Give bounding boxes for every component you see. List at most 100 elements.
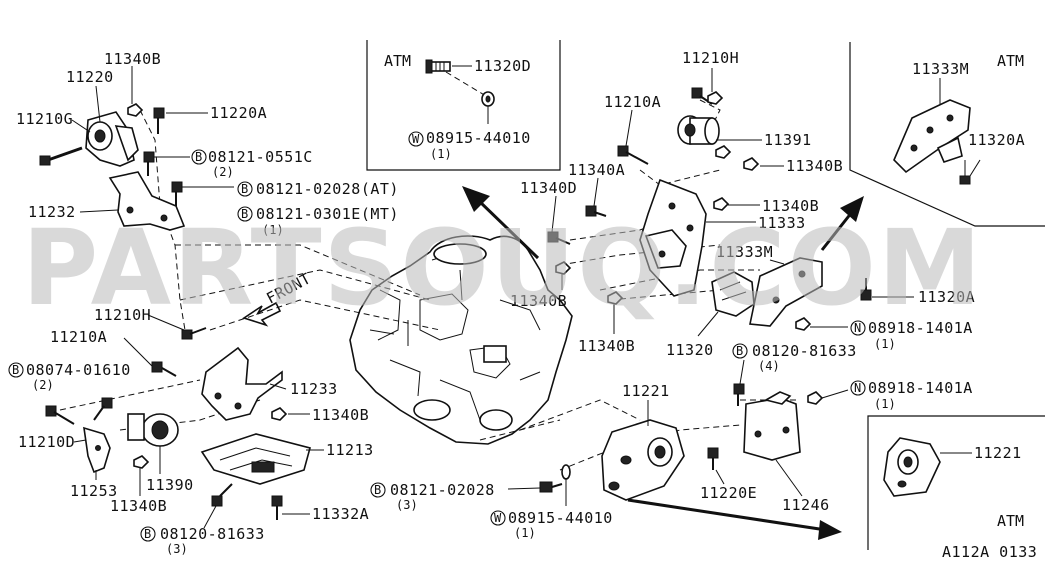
- label-08121-02028-qty: (3): [396, 498, 418, 512]
- washer-mark-icon: [490, 510, 506, 526]
- inset-bolt-icon: [959, 160, 971, 185]
- inset-top-right-atm-tag: ATM: [997, 52, 1024, 70]
- label-11340d: 11340D: [520, 179, 577, 197]
- nut-11340b-mid2-icon: [607, 291, 624, 305]
- bolt-11220a-icon: [153, 107, 165, 134]
- nut-11340b-left-icon: [271, 407, 288, 421]
- inset-bolt-icon: [425, 59, 451, 74]
- label-08918-1401a-1: 08918-1401A: [868, 319, 973, 337]
- bolt-mark-letter: B: [195, 150, 202, 164]
- label-08121-02028: 08121-02028: [390, 481, 495, 499]
- bolt-08121-02028-icon: [171, 181, 183, 206]
- nut-11340b-mid1-icon: [555, 261, 572, 275]
- engine-block-outline: [349, 235, 573, 445]
- bolt-08074-01610-icon: [93, 397, 113, 421]
- nut-mark-letter: N: [854, 381, 861, 395]
- bracket-11246-icon: [743, 391, 801, 461]
- label-11210a-top: 11210A: [604, 93, 661, 111]
- label-08918-1401a-2-qty: (1): [874, 397, 896, 411]
- diagram-code: A112A 0133: [942, 543, 1037, 561]
- bolt-08120-81633-right-icon: [733, 383, 745, 406]
- bolt-11320a-icon: [860, 278, 872, 301]
- bolt-mark-icon: [237, 181, 253, 197]
- label-11210h-left: 11210H: [94, 306, 151, 324]
- label-11320a: 11320A: [918, 288, 975, 306]
- direction-arrows: [462, 186, 864, 540]
- label-08120-81633-bottom-qty: (3): [166, 542, 188, 556]
- label-08120-81633-right-qty: (4): [758, 359, 780, 373]
- inset-top-right: ATM 11333M 11320A: [849, 42, 1045, 227]
- label-11340b-mid1: 11340B: [510, 292, 567, 310]
- label-11210h-top: 11210H: [682, 49, 739, 67]
- bolt-mark-icon: [140, 526, 156, 542]
- inset-mount-icon: [883, 437, 941, 497]
- label-11210d: 11210D: [18, 433, 75, 451]
- bolt-mark-icon: [237, 206, 253, 222]
- label-11210a-left: 11210A: [50, 328, 107, 346]
- label-08915-44010: 08915-44010: [508, 509, 613, 527]
- bracket-11253-icon: [83, 426, 111, 474]
- inset-bolt-label: 11320A: [968, 131, 1025, 149]
- label-11333: 11333: [758, 214, 806, 232]
- bolt-mark-icon: [370, 482, 386, 498]
- label-11340b-bottom: 11340B: [110, 497, 167, 515]
- label-08121-02028-at: 08121-02028(AT): [256, 180, 399, 198]
- label-11220a: 11220A: [210, 104, 267, 122]
- label-08918-1401a-2: 08918-1401A: [868, 379, 973, 397]
- label-11340a: 11340A: [568, 161, 625, 179]
- bolt-mark-letter: B: [374, 483, 381, 497]
- bolt-mark-icon: [732, 343, 748, 359]
- mount-11391-icon: [677, 115, 720, 145]
- leader-lines: [71, 66, 914, 529]
- bolt-11210h-left-icon: [181, 327, 207, 340]
- label-08120-81633-bottom: 08120-81633: [160, 525, 265, 543]
- bracket-11333m-icon: [749, 257, 823, 327]
- label-11246: 11246: [782, 496, 830, 514]
- inset-washer-number: 08915-44010: [426, 129, 531, 147]
- bolt-mark-letter: B: [241, 207, 248, 221]
- inset-top-center: ATM 11320D W 08915-44010 (1): [366, 40, 561, 171]
- label-11221: 11221: [622, 382, 670, 400]
- bolt-mark-letter: B: [12, 363, 19, 377]
- mount-11220-icon: [85, 111, 139, 167]
- label-08915-44010-qty: (1): [514, 526, 536, 540]
- label-11320: 11320: [666, 341, 714, 359]
- nut-mark-letter: N: [854, 321, 861, 335]
- bolt-mark-icon: [191, 149, 207, 165]
- bolt-11210a-left-icon: [151, 361, 177, 377]
- label-11391: 11391: [764, 131, 812, 149]
- label-11220e: 11220E: [700, 484, 757, 502]
- inset-washer-icon: [481, 91, 495, 107]
- bolt-11210d-icon: [45, 405, 75, 425]
- washer-mark-letter: W: [412, 132, 420, 146]
- inset-bracket-icon: [893, 99, 971, 174]
- label-11210g: 11210G: [16, 110, 73, 128]
- label-11340b-r2: 11340B: [762, 197, 819, 215]
- assembly-lines: [59, 99, 800, 471]
- inset-bracket-label: 11333M: [912, 60, 969, 78]
- inset-bottom-right: 11221 ATM: [867, 415, 1045, 550]
- nut-11340b-r1-icon: [715, 145, 760, 171]
- watermark: PARTSOUQ.COM: [22, 207, 983, 329]
- nut-mark-icon: [850, 320, 866, 336]
- bolt-11332a-icon: [271, 495, 283, 520]
- bolt-08120-81633-bottom-icon: [211, 483, 233, 507]
- inset-mount-label: 11221: [974, 444, 1022, 462]
- label-08918-1401a-1-qty: (1): [874, 337, 896, 351]
- label-11340b-r1: 11340B: [786, 157, 843, 175]
- label-08121-0301e-mt: 08121-0301E(MT): [256, 205, 399, 223]
- inset-bottom-right-atm-tag: ATM: [997, 512, 1024, 530]
- bracket-11333-icon: [639, 178, 707, 297]
- mount-11221-icon: [601, 419, 685, 501]
- inset-washer-qty: (1): [430, 147, 452, 161]
- inset-part-label: 11320D: [474, 57, 531, 75]
- bolt-mark-icon: [8, 362, 24, 378]
- bolt-08121-02028-icon: [539, 481, 563, 493]
- bracket-11233-icon: [201, 346, 283, 421]
- label-11340b-mid2: 11340B: [578, 337, 635, 355]
- nut-11340b-top-icon: [707, 91, 724, 105]
- nut-11340b-icon: [127, 103, 144, 117]
- bolt-mark-letter: B: [241, 182, 248, 196]
- part-labels: 11340B 11220 11210G 11220A B 08121-0551C…: [8, 49, 1037, 561]
